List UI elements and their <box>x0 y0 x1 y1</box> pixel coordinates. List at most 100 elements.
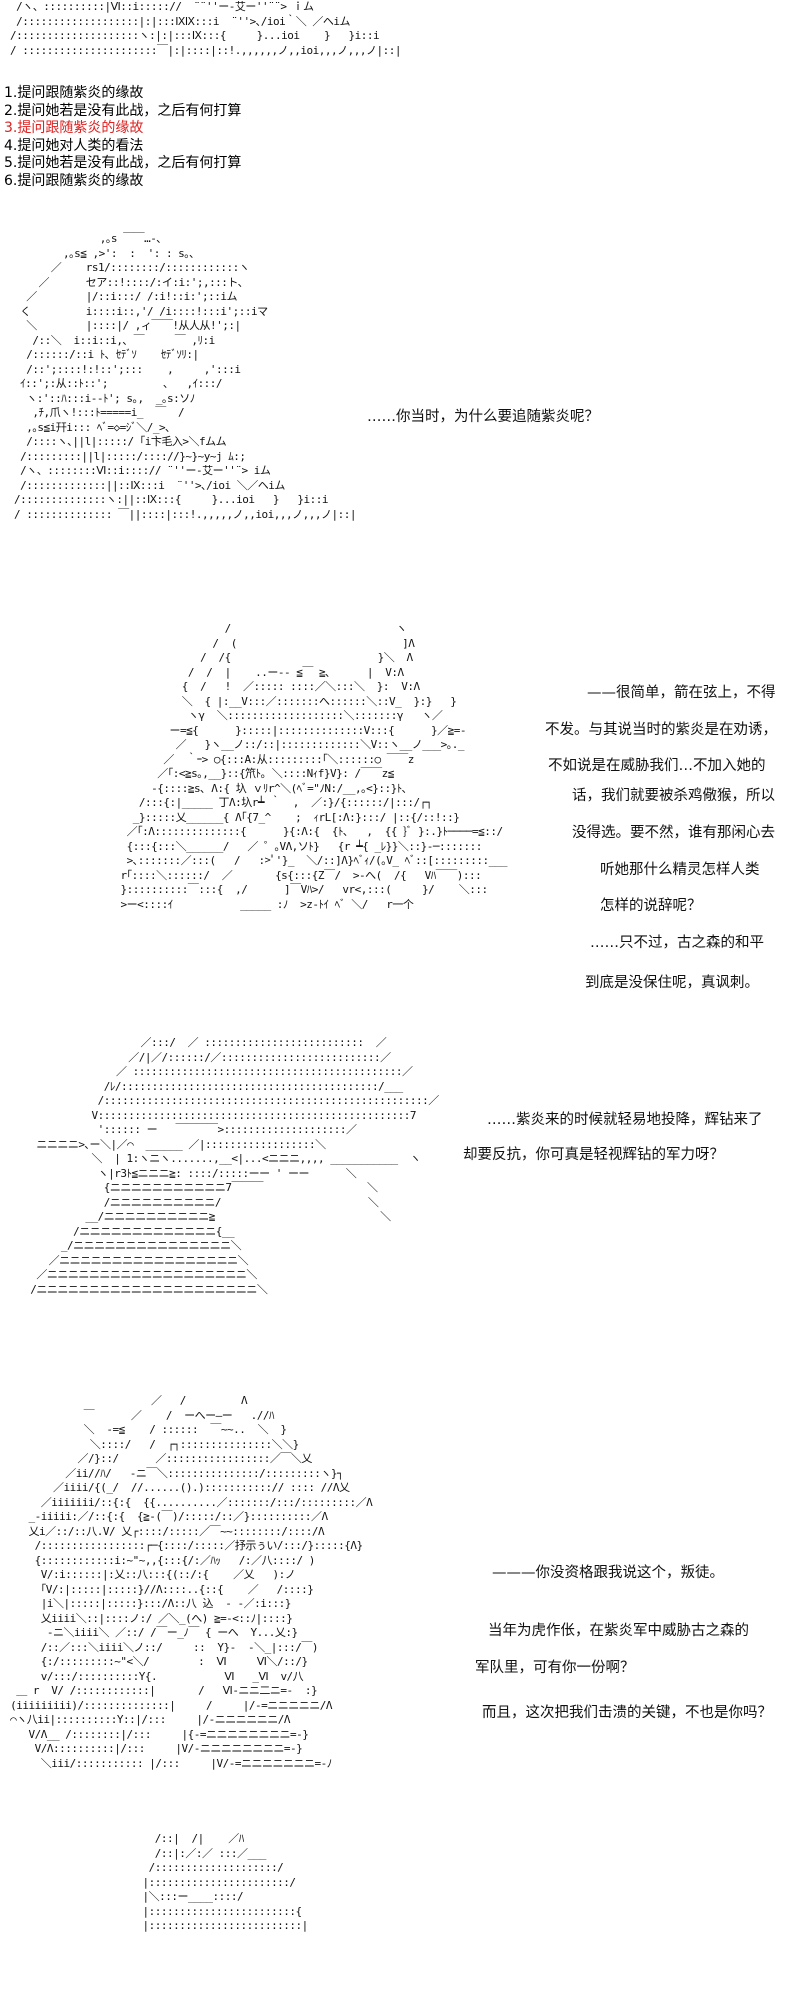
ascii-art-character-4-partial: /::| /| ／ﾊ /::|:／:／ :::／___ /:::::::::::… <box>118 1832 308 1934</box>
ascii-art-line: ＼iii/::::::::::: |/::: |V/-=ニニニニニニニ=-ﾉ <box>4 1756 333 1770</box>
ascii-art-line: ＼ | 1:ヽニヽ.......,__<|...<ニニニ,,,, _______… <box>18 1152 421 1165</box>
dialogue-line: 没得选。要不然，谁有那闲心去 <box>572 825 775 841</box>
ascii-art-line: ／｢:<≧s｡,__}::{笊ﾄ｡ ＼::::Nｨf}V}: /￣￣z≦ <box>96 767 394 780</box>
ascii-art-line: ／iiiiiii/::{:{ {{..........／:::::::/:::/… <box>4 1495 373 1509</box>
ascii-art-line: {:/:::::::::~"<＼/ : Ⅵ Ⅵ＼/::/} <box>4 1655 308 1668</box>
dialogue-line: 当年为虎作伥，在紫炎军中威胁古之森的 <box>488 1623 749 1639</box>
ascii-art-line: ,｡s≦ ,>': : ': : s｡､ <box>14 246 195 260</box>
ascii-art-line: ,｡s≦i幵i::: ﾍﾞ=◇=ｼﾞ＼/_>､ <box>14 420 171 434</box>
ascii-art-line: }::::::::::￣:::{ ,/ ]￣Vﾊ>/ vr<,:::( }/ ＼… <box>96 883 488 896</box>
ascii-art-line: >､:::::::／:::( / :>ﾟ'}_ ＼/::]Λ}ﾍﾞｨ/(｡V_ … <box>96 854 508 867</box>
ascii-art-line: ￣ ／ / ーへー―ー .//ﾊ <box>4 1408 275 1422</box>
ascii-art-line: /::|:／:／ :::／___ <box>118 1846 267 1860</box>
ascii-art-line: / ::::::::::::::::::::::￣|:|::::|::!.,,,… <box>10 43 402 57</box>
ascii-art-line: ':::::: ー ￣￣￣￣>::::::::::::::::::::／ <box>18 1123 357 1136</box>
ascii-art-line: _}:::::乂______{ Λ｢{7_^ ; ｨrL[:Λ:}:::/ |:… <box>96 810 460 824</box>
ascii-art-line: {:::{:::＼______/ ／ ゜｡VΛ,ソﾄ} {r ┷{ _ﾚ}}＼:… <box>96 839 483 853</box>
ascii-art-line: ／iiii/{(_/ //......().):::::::::::// :::… <box>4 1481 350 1494</box>
dialogue-line: ……紫炎来的时候就轻易地投降，辉钻来了 <box>487 1112 763 1128</box>
ascii-art-line: /::| /| ／ﾊ <box>118 1832 244 1845</box>
ascii-art-line: ,｡s ￣￣…-､ <box>14 232 162 245</box>
ascii-art-line: r｢::::＼::::::/ ／ {s{:::{Z￣/ >-へ( /{ Vﾊ￣￣… <box>96 868 482 882</box>
ascii-art-line: ＼ -=≦ / :::::: ￣~~.. ＼ } <box>4 1423 287 1436</box>
ascii-art-line: / :::::::::::::: ￣||::::|:::!.,,,,,ノ,,io… <box>14 507 357 521</box>
ascii-art-line: ＼ |::::|/ ,ィ￣￣!从人从!';:| <box>14 319 241 332</box>
dialogue-line: 怎样的说辞呢？ <box>600 898 702 914</box>
ascii-art-line: V/Λ__ /::::::::|/::: |{-=ニニニニニニニニ=-} <box>4 1727 309 1741</box>
dialogue-line: 到底是没保住呢，真讽刺。 <box>585 975 759 991</box>
dialogue-line: ———你没资格跟我说这个，叛徒。 <box>492 1565 724 1581</box>
ascii-art-line: /::';::::!:!::';::: , ,':::i <box>14 362 241 376</box>
ascii-art-line: V/Λ::::::::::|/::: |V/-ニニニニニニニニ=-} <box>4 1742 303 1755</box>
ascii-art-line: |::::::::::::::::::::::::{ <box>118 1904 302 1918</box>
dialogue-line: 军队里，可有你一份啊？ <box>475 1660 635 1676</box>
ascii-art-line: ｢V/:|:::::|:::::}//Λ::::..{::{ ／ /::::} <box>4 1582 314 1596</box>
ascii-art-line: / ヽ <box>96 622 407 635</box>
ascii-art-line: ／｢:Λ::::::::::::::{ }{:Λ:{ {ﾄ､ , {{ }ﾞ }… <box>96 825 503 838</box>
dialogue-line: 话，我们就要被杀鸡儆猴，所以 <box>572 788 775 804</box>
ascii-art-line: / / | ..ー-- ≦￣ ≧､ | V:Λ <box>96 665 404 679</box>
ascii-art-line: {::::::::::::i:~"~,,{:::{/:／ﾊｯ /:／八::::/… <box>4 1553 316 1567</box>
ascii-art-line: V:::::::::::::::::::::::::::::::::::::::… <box>18 1108 416 1122</box>
choice-item[interactable]: 6.提问跟随紫炎的缘故 <box>4 172 144 189</box>
ascii-art-line: ／ / Λ <box>4 1394 248 1407</box>
ascii-art-line: /::::::::::::::::::::ヽ:|:|:::Ⅸ:::{ }...i… <box>10 29 380 42</box>
ascii-art-line: ヽ:'::ﾊ:::i--ﾄ'; s｡, _｡s:ソﾉ <box>14 391 195 405</box>
ascii-art-top-fragment: /ヽ、::::::::::|Ⅵ::i:::::// ¨¨''ー-艾ー''¨¨> … <box>10 0 402 58</box>
ascii-art-line: ／ ｀ｰ> ○{:::A:从:::::::::｢＼::::::○ ￣￣z <box>96 752 414 766</box>
ascii-art-line: _-iiiii:／/::{:{ {≧-(￣)/:::::/::／}:::::::… <box>4 1510 328 1523</box>
ascii-art-line: -{::::≧s､ Λ:{ 圦 ｖﾘr^＼(ﾍﾞ="ﾉN:/__,｡<}::}ﾄ… <box>96 781 407 795</box>
ascii-art-character-1: ,｡s ￣￣…-､ ,｡s≦ ,>': : ': : s｡､ ／ rs1/:::… <box>14 232 357 522</box>
ascii-art-line: 乂iiii＼::|::::ノ:/ ／＼_(へ) ≧=-<::ﾉ|::::} <box>4 1611 293 1625</box>
ascii-art-line: /::::::::::::::ヽ:||::Ⅸ:::{ }...ioi } }i:… <box>14 493 328 506</box>
ascii-art-line: /ﾚ/:::::::::::::::::::::::::::::::::::::… <box>18 1079 403 1093</box>
choice-item[interactable]: 5.提问她若是没有此战，之后有何打算 <box>4 155 242 171</box>
ascii-art-line: __/ニニニニニニニニニニ≧ ＼ <box>18 1210 391 1223</box>
ascii-art-line: ＼ { |:__V:::／:::::::へ::::::＼::V_ }:} } <box>96 694 457 708</box>
ascii-art-line: /ニニニニニニニニニニニニニ{__ <box>18 1224 235 1238</box>
choice-list: 1.提问跟随紫炎的缘故 2.提问她若是没有此战，之后有何打算 3.提问跟随紫炎的… <box>4 85 241 190</box>
choice-item[interactable]: 4.提问她对人类的看法 <box>4 137 144 154</box>
ascii-art-line: / ( ]Λ <box>96 636 415 650</box>
ascii-art-line: /::／:::＼iiii＼ノ::/ :: Y}- -＼_|:::/￣) <box>4 1640 319 1654</box>
ascii-art-line: ｲ::';:从::ﾄ::'; ､ ,ｲ:::/ <box>14 377 223 390</box>
ascii-art-line: -ニ＼iiii＼ ／::/ /￣ー_ﾉ￣ { ーへ Y...乂:} <box>4 1626 298 1639</box>
ascii-art-line: /:::{:|_____ 丁Λ:圦r┷ ｀ , ／:}/{::::::/|:::… <box>96 796 433 809</box>
ascii-art-line: ／ii//ﾊ/ -ニ￣＼:::::::::::::::/:::::::::ヽ}┐ <box>4 1466 344 1480</box>
ascii-art-line: {ニニニニニニニニニニニ7￣￣￣ ＼ <box>18 1181 378 1194</box>
ascii-art-line: |＼:::ー____::::/ <box>118 1890 244 1903</box>
ascii-art-line: ＼::::/ / ┌┐:::::::::::::::＼＼} <box>4 1437 300 1451</box>
ascii-art-line: ／/|／/::::::/／::::::::::::::::::::::::::／ <box>18 1050 391 1064</box>
dialogue-line: 听她那什么精灵怎样人类 <box>600 862 760 878</box>
ascii-art-line: /:::::::::::::::::::::::::::::::::::::::… <box>18 1094 440 1107</box>
ascii-art-line: く i::::i::,'/ /i::::!:::i';::iマ <box>14 304 268 318</box>
dialogue-line: ……你当时，为什么要追随紫炎呢？ <box>367 409 599 425</box>
ascii-art-line: ／:::/ ／ :::::::::::::::::::::::::: ／ <box>18 1036 387 1049</box>
dialogue-line: 而且，这次把我们击溃的关键，不也是你吗？ <box>482 1705 772 1721</box>
ascii-art-line: /::::::::::::::::::::/ <box>118 1861 284 1874</box>
ascii-art-line: ／ |/::i:::/ /:i!::i:';::iム <box>14 290 238 303</box>
choice-item[interactable]: 1.提问跟随紫炎的缘故 <box>4 85 144 101</box>
ascii-art-line: /:::::::::::::||::Ⅸ:::i ¨''>､/ioi ＼／ヘiム <box>14 478 285 492</box>
ascii-art-character-2: / ヽ / ( ]Λ / /{ }＼ Λ / / | ..ー-- ≦￣ ≧､ |… <box>96 622 507 912</box>
choice-item-selected[interactable]: 3.提问跟随紫炎的缘故 <box>4 120 144 136</box>
ascii-art-line: /ヽ、::::::::::|Ⅵ::i:::::// ¨¨''ー-艾ー''¨¨> … <box>10 0 314 13</box>
ascii-art-line: /::::ヽ､||l|:::::/ ｢i卞毛入>＼fムム <box>14 435 227 448</box>
ascii-art-line: /ヽ、::::::::Ⅵ::i::::// ¨''ー-艾ー''¨> iム <box>14 464 271 477</box>
dialogue-line: 不发。与其说当时的紫炎是在劝诱， <box>545 722 777 738</box>
ascii-art-line: |i＼|:::::|:::::}:::/Λ::八 込 - -／:i:::} <box>4 1597 292 1610</box>
ascii-art-line: |:::::::::::::::::::::::/ <box>118 1875 296 1889</box>
ascii-art-line: V/:i::::::|:乂::八:::{(::/:{ ／乂 ):ノ <box>4 1568 296 1581</box>
dialogue-line: ——很简单，箭在弦上，不得 <box>587 685 776 701</box>
ascii-art-line: ,ﾁ,爪ヽ!:::ﾄ=====i_ ￣ / <box>14 406 185 419</box>
ascii-art-line: ヽγ ＼:::::::::::::::::::＼:::::::γ ヽ／ <box>96 709 443 722</box>
ascii-art-line: ／ニニニニニニニニニニニニニニニニニ＼ <box>18 1253 249 1267</box>
ascii-art-line: /ニニニニニニニニニニニニニニニニニニニニニ＼ <box>18 1282 268 1296</box>
ascii-art-line: v/:::/::::::::::Y{. Ⅵ _Ⅵ v/八 <box>4 1669 304 1683</box>
ascii-art-line: /:::::::::::::::::┌─{::::/:::::／抒示ぅい/:::… <box>4 1539 364 1552</box>
ascii-art-battle-scene: ／:::/ ／ :::::::::::::::::::::::::: ／ ／/|… <box>18 1036 439 1297</box>
ascii-art-line: ／ニニニニニニニニニニニニニニニニニニニ＼ <box>18 1268 257 1281</box>
ascii-art-line: ／ rs1/::::::::/::::::::::::ヽ <box>14 261 250 274</box>
choice-item[interactable]: 2.提问她若是没有此战，之后有何打算 <box>4 102 242 119</box>
ascii-art-line: /ニニニニニニニニニニ/ ＼ <box>18 1195 379 1209</box>
